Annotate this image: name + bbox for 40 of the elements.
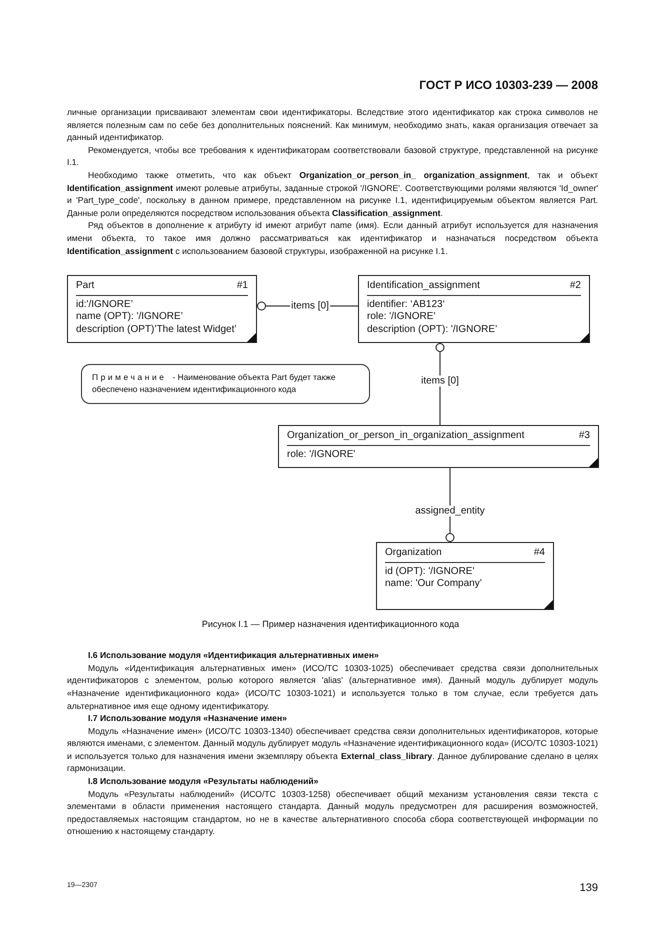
attribute-text: role: '/IGNORE' <box>287 448 356 462</box>
entity-name: Part <box>76 280 94 293</box>
entity-number: #4 <box>534 547 545 560</box>
note-text: Примечание - Наименование объекта Part будет также обеспечено назначением идентификационного кода <box>92 372 336 394</box>
entity-name: Organization_or_person_in_organization_assignment <box>287 430 524 443</box>
figure-caption: Рисунок I.1 — Пример назначения идентификационного кода <box>200 619 460 630</box>
paragraph: Необходимо также отметить, что как объект Organization_or_person_in_ organization_assignment, так и объект Identification_assignment имеют ролевые атрибуты, заданные строкой '/IGNORE'. Соответствующими ролями являются 'Id_owner' и 'Part_type_code', поскольку в данном примере, представленном на рисунке I.1, идентифицируемым объектом является Part. Данные роли определяются посредством использования объекта Classification_assignment. <box>67 168 598 220</box>
section-heading: I.8 Использование модуля «Результаты наблюдений» <box>87 775 320 788</box>
entity-box <box>67 275 257 344</box>
paragraph: Рекомендуется, чтобы все требования к идентификаторам соответствовали базовой структуре, представленной на рисунке I.1. <box>67 144 598 169</box>
attribute-text: id:'/IGNORE’ <box>76 298 134 312</box>
edge-label: items [0] <box>290 300 330 312</box>
paragraph: Модуль «Идентификация альтернативных имен» (ИСО/ТС 10303-1025) обеспечивает средства связи дополнительных идентификаторов с элементом, ролью которого является 'alias' (альтернативное имя). Данный модуль дублирует модуль «Назначение идентификационного кода» (ИСО/ТС 10303-1021) и используется только в том случае, если требуется дать альтернативное имя еще одному идентификатору. <box>67 662 598 712</box>
entity-number: #1 <box>236 280 248 293</box>
attribute-text: name: 'Our Company’ <box>385 578 483 591</box>
paragraph: Модуль «Назначение имен» (ИСО/ТС 10303-1340) обеспечивает средства связи дополнительных идентификаторов, которые являются именами, с элементом. Данный модуль дублирует модуль «Назначение идентификационного кода» (ИСО/ТС 10303-1021) и используется только для назначения имени экземпляру объекта External_class_library. Данное дублирование сделано в целях гармонизации. <box>67 724 598 776</box>
paragraph: Модуль «Результаты наблюдений» (ИСО/ТС 10303-1258) обеспечивает общий механизм установления связи текста с элементами в области применения настоящего стандарта. Данный модуль предусмотрен для расширения возможностей, предоставляемых настоящим стандартом, но не в качестве альтернативного способа сбора соответствующей информации по отношению к настоящему стандарту. <box>67 788 598 838</box>
paragraph: личные организации присваивают элементам свои идентификаторы. Вследствие этого идентификатор как строка символов не является полезным сам по себе без дополнительных пояснений. Как минимум, необходимо знать, какая организация отвечает за данный идентификатор. <box>67 106 598 144</box>
section-heading: I.7 Использование модуля «Назначение имен» <box>87 712 288 725</box>
page-header: ГОСТ Р ИСО 10303-239 — 2008 <box>418 78 598 92</box>
entity-box <box>376 542 554 610</box>
connector <box>446 468 454 543</box>
attribute-text: description (OPT)’The latest Widget’ <box>76 324 238 336</box>
attribute-text: id (OPT): '/IGNORE' <box>385 566 476 578</box>
note-box <box>81 364 370 404</box>
attribute-text: role: '/IGNORE’ <box>367 311 437 324</box>
attribute-text: name (OPT): '/IGNORE’ <box>76 311 184 324</box>
entity-name: Organization <box>385 547 442 560</box>
edge-label: items [0] <box>420 376 460 387</box>
entity-box <box>278 425 599 468</box>
section-heading: I.6 Использование модуля «Идентификация альтернативных имен» <box>87 649 380 662</box>
attribute-text: description (OPT): '/IGNORE’ <box>367 324 498 336</box>
entity-box <box>358 275 590 344</box>
edge-label: assigned_entity <box>414 506 486 517</box>
attribute-text: identifier: ‘AB123‘ <box>367 298 446 312</box>
paragraph: Ряд объектов в дополнение к атрибуту id имеют атрибут name (имя). Если данный атрибут используется для назначения имени объекта, то такое имя должно рассматриваться как идентификатор и назначаться посредством объекта Identification_assignment с использованием базовой структуры, изображенной на рисунке I.1. <box>67 219 598 258</box>
entity-number: #3 <box>578 430 590 443</box>
page-number: 139 <box>580 882 598 894</box>
entity-number: #2 <box>570 280 581 293</box>
entity-name: Identification_assignment <box>367 280 480 293</box>
